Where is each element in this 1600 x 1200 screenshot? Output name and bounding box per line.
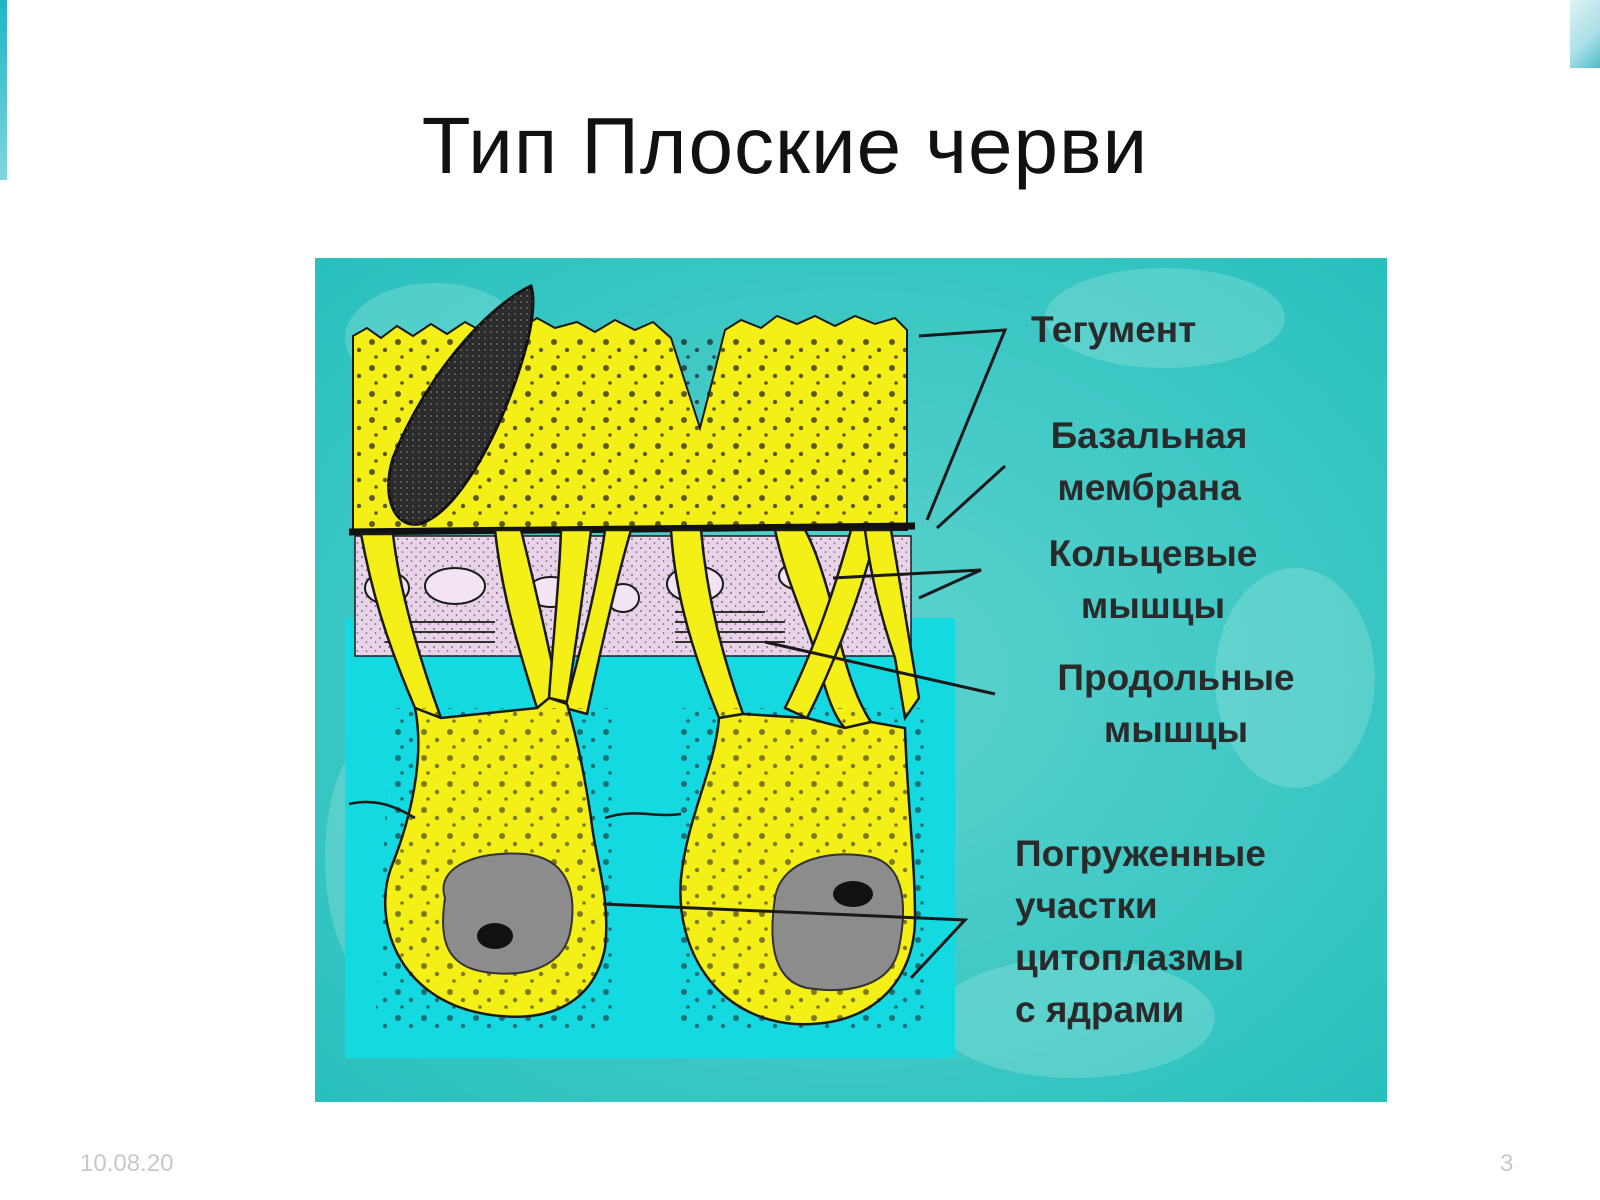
nucleolus-right <box>833 881 873 907</box>
left-accent-bar <box>0 0 7 180</box>
label-circular-muscles-line1: Кольцевые <box>1048 533 1258 574</box>
label-basal-membrane: Базальная мембрана <box>1019 410 1279 514</box>
nerve-fibre <box>348 800 416 820</box>
label-longitudinal-muscles-line1: Продольные <box>1057 657 1295 698</box>
label-tegument: Тегумент <box>1031 309 1197 350</box>
flatworm-body-wall-diagram: Тегумент Базальная мембрана Кольцевые мы… <box>315 258 1387 1102</box>
nucleus-right <box>771 853 904 991</box>
label-submerged-cytoplasm-line4: с ядрами <box>1015 989 1185 1030</box>
cytoplasmic-strands <box>359 528 921 730</box>
nucleolus-left <box>477 923 513 949</box>
footer-page-number: 3 <box>1500 1150 1514 1177</box>
nucleus-left <box>442 852 574 975</box>
leader-lines <box>602 328 1008 980</box>
label-submerged-cytoplasm-line1: Погруженные <box>1015 833 1266 874</box>
slide-title: Тип Плоские черви <box>421 101 1149 190</box>
label-circular-muscles-line2: мышцы <box>1080 585 1226 626</box>
label-submerged-cytoplasm-line2: участки <box>1015 885 1158 926</box>
label-submerged-cytoplasm-line3: цитоплазмы <box>1015 937 1245 978</box>
label-basal-membrane-line1: Базальная <box>1050 415 1248 456</box>
label-submerged-cytoplasm: Погруженные участки цитоплазмы с ядрами <box>1015 828 1266 1036</box>
footer-date: 10.08.20 <box>80 1150 174 1177</box>
label-circular-muscles: Кольцевые мышцы <box>1019 528 1287 632</box>
label-longitudinal-muscles: Продольные мышцы <box>1025 652 1327 756</box>
label-basal-membrane-line2: мембрана <box>1057 467 1241 508</box>
label-longitudinal-muscles-line2: мышцы <box>1103 709 1249 750</box>
corner-decoration <box>1570 0 1600 68</box>
